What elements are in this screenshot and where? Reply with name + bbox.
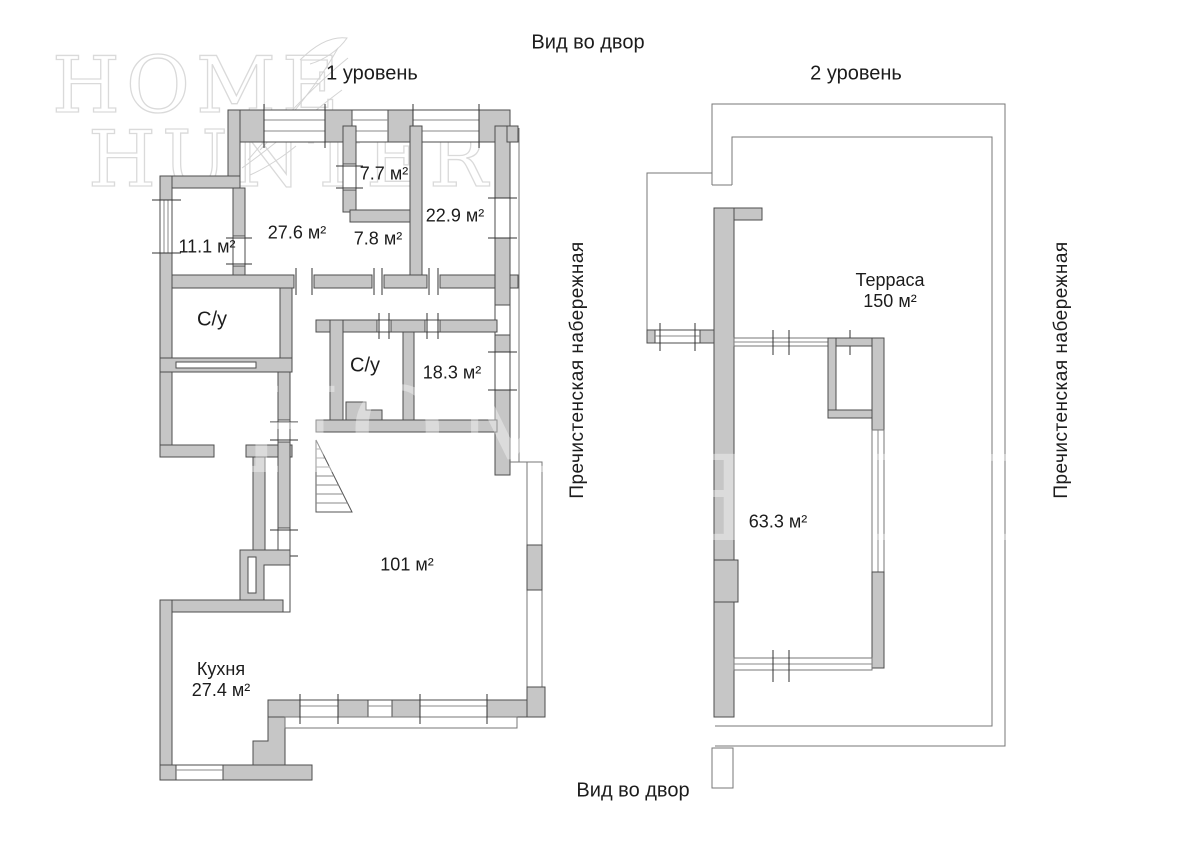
level1-title: 1 уровень: [326, 62, 418, 85]
room-label-kitchen: Кухня 27.4 м²: [192, 659, 250, 701]
kitchen-area: 27.4 м²: [191, 680, 251, 700]
street-label-level2: Пречистенская набережная: [1051, 241, 1072, 499]
room-label-terrace: Терраса 150 м²: [855, 270, 924, 312]
room-label-su-2: С/у: [350, 354, 380, 377]
room-label-63-3: 63.3 м²: [748, 511, 808, 532]
room-label-22-9: 22.9 м²: [425, 205, 485, 226]
staircase: [315, 439, 353, 513]
view-label-bottom: Вид во двор: [576, 779, 690, 802]
room-label-11-1: 11.1 м²: [178, 236, 236, 257]
room-label-18-3: 18.3 м²: [422, 362, 482, 383]
room-label-su-1: С/у: [197, 308, 227, 331]
kitchen-name: Кухня: [196, 659, 246, 679]
level2-title: 2 уровень: [810, 62, 902, 85]
svg-text:HOME: HOME: [238, 362, 677, 500]
street-label-level1: Пречистенская набережная: [567, 241, 588, 499]
room-label-7-8: 7.8 м²: [353, 228, 403, 249]
level1-plan: [152, 104, 546, 781]
room-label-27-6: 27.6 м²: [267, 222, 327, 243]
closet-walls: [827, 337, 885, 431]
svg-text:HUNT: HUNT: [650, 430, 1066, 568]
room-label-7-7: 7.7 м²: [359, 163, 409, 184]
view-label-top: Вид во двор: [531, 31, 645, 54]
terrace-name: Терраса: [855, 270, 925, 290]
room-label-101: 101 м²: [380, 554, 434, 575]
level2-plan: [646, 103, 1006, 789]
diagonal-watermark: HOME HUNT: [238, 362, 1066, 568]
terrace-area: 150 м²: [863, 291, 917, 311]
